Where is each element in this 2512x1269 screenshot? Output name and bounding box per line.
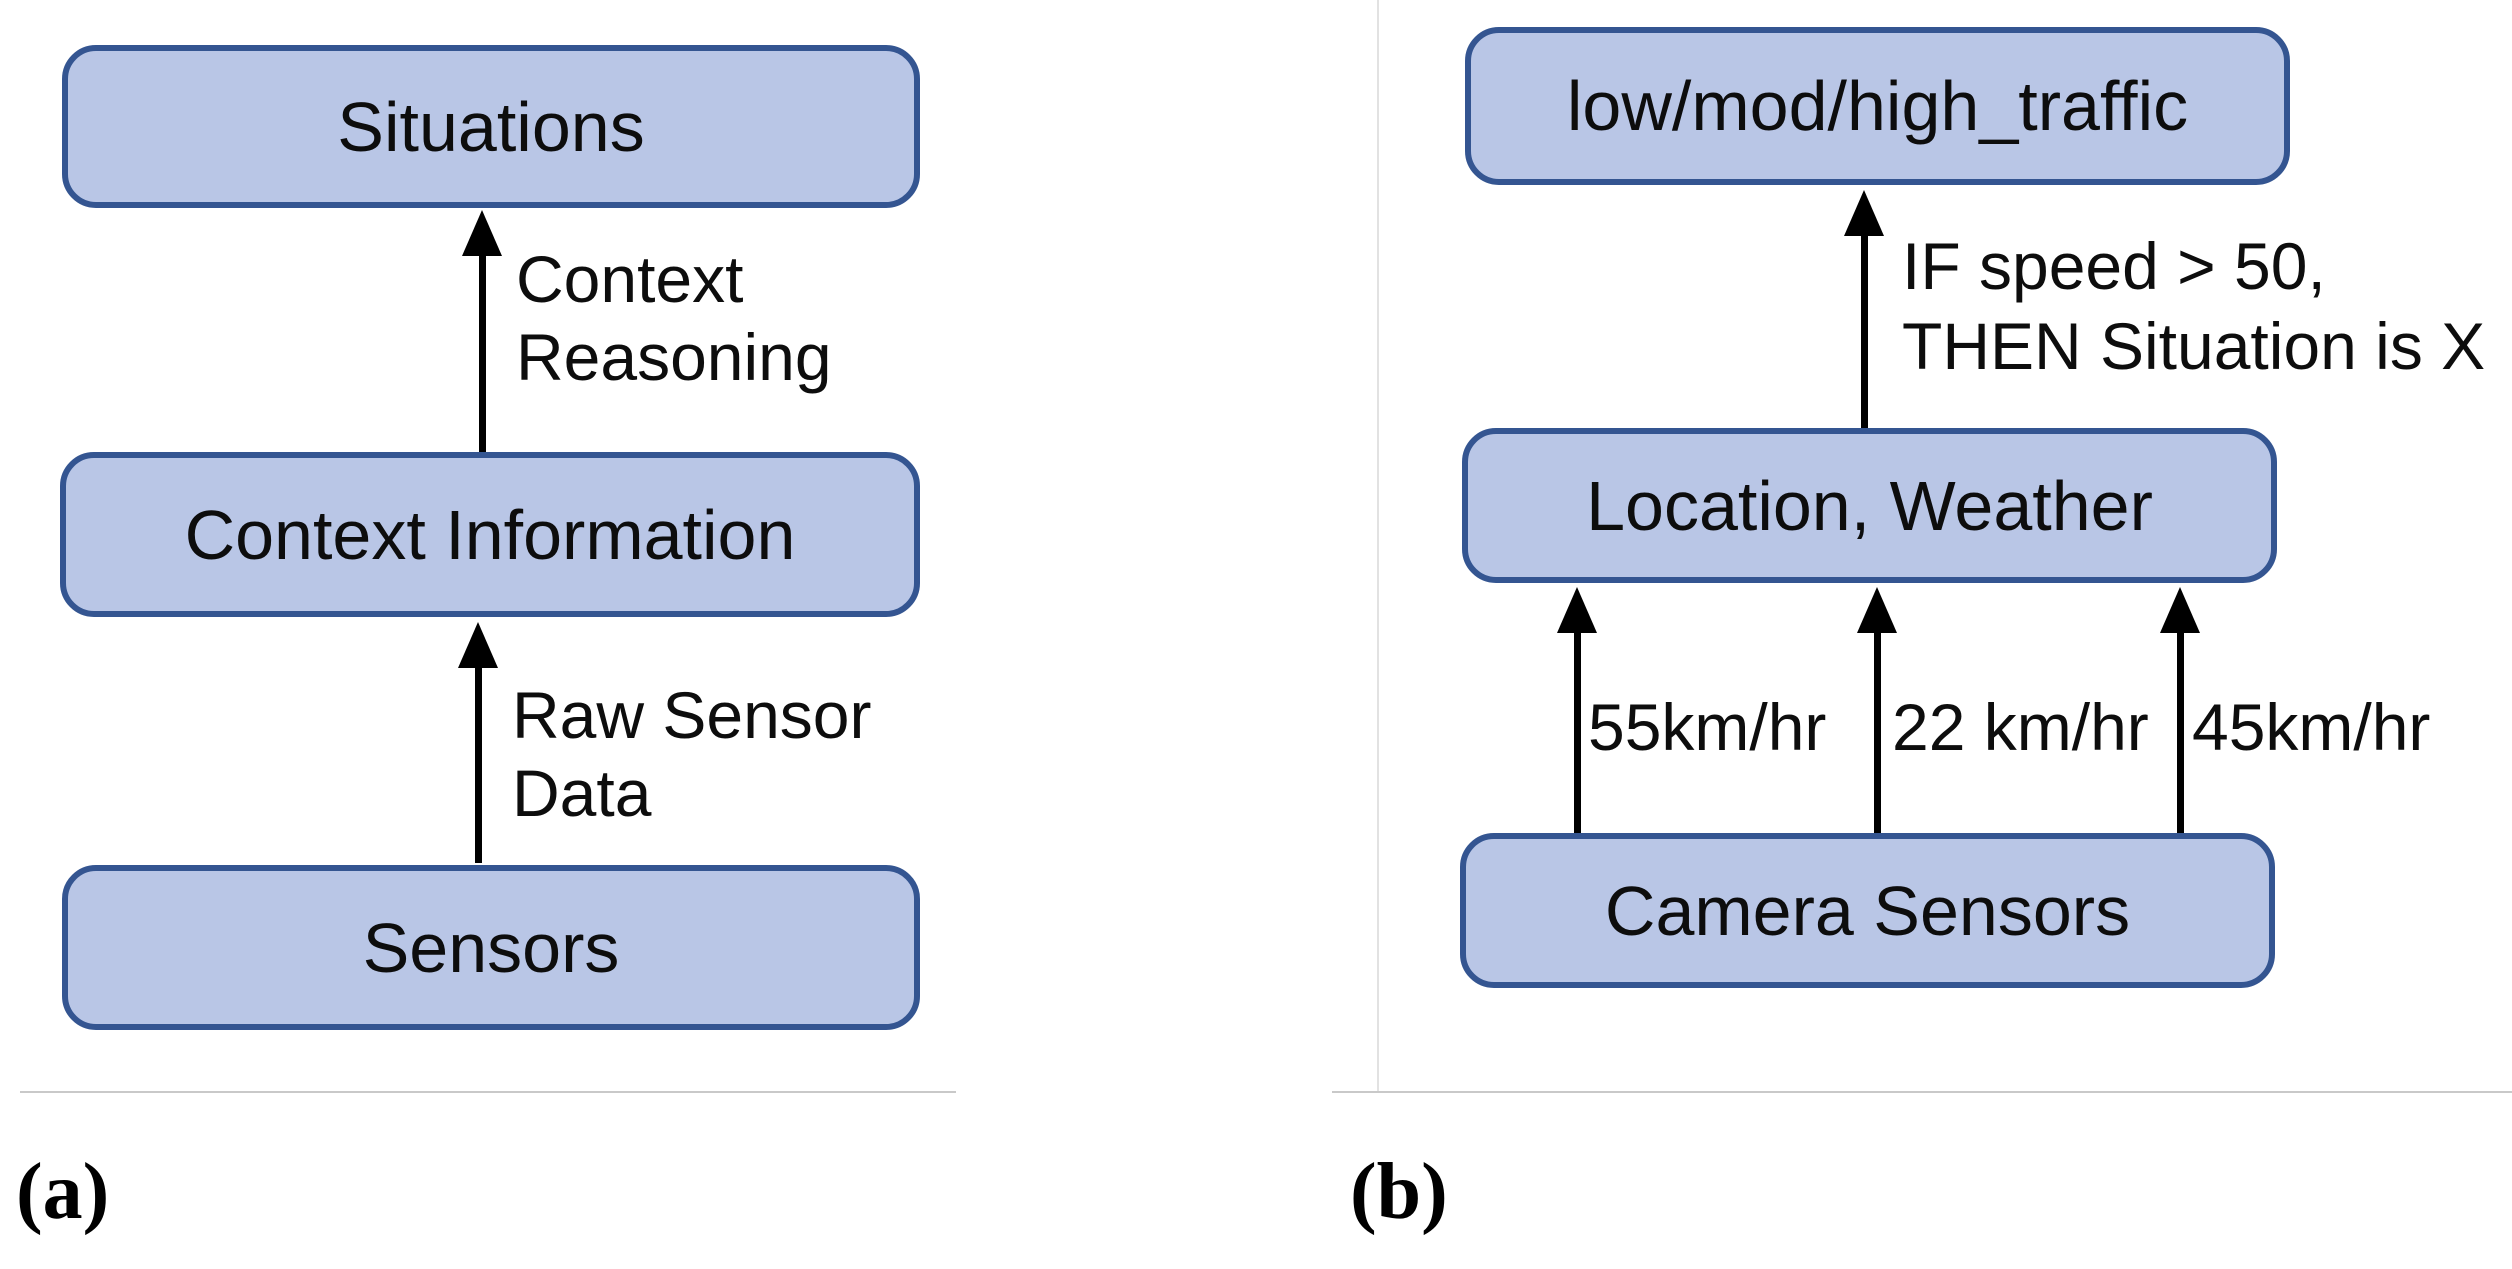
context-information-box-label: Context Information	[184, 495, 796, 574]
camera-sensors-box: Camera Sensors	[1460, 833, 2275, 988]
raw-sensor-data-label-line2: Data	[512, 756, 652, 830]
panel-a-divider	[20, 1091, 956, 1093]
rule-arrow	[1861, 230, 1868, 428]
traffic-box-label: low/mod/high_traffic	[1566, 67, 2189, 145]
situations-box-label: Situations	[337, 87, 645, 166]
speed-arrow-right	[2177, 627, 2184, 833]
location-weather-box: Location, Weather	[1462, 428, 2277, 583]
context-reasoning-arrow	[479, 250, 486, 455]
arrow-up-icon	[458, 622, 498, 668]
rule-label-line1: IF speed > 50,	[1902, 229, 2326, 303]
speed-label-right: 45km/hr	[2192, 690, 2431, 764]
context-information-box: Context Information	[60, 452, 920, 617]
context-reasoning-label: Context Reasoning	[516, 240, 832, 396]
sensors-box: Sensors	[62, 865, 920, 1030]
caption-a: (a)	[16, 1148, 110, 1236]
speed-arrow-middle	[1874, 627, 1881, 833]
arrow-up-icon	[1844, 190, 1884, 236]
arrow-up-icon	[2160, 587, 2200, 633]
sensors-box-label: Sensors	[362, 908, 620, 987]
rule-label: IF speed > 50, THEN Situation is X	[1902, 226, 2485, 386]
speed-arrow-left	[1574, 627, 1581, 833]
context-reasoning-label-line1: Context	[516, 242, 744, 316]
speed-label-left: 55km/hr	[1588, 690, 1827, 764]
speed-label-middle: 22 km/hr	[1892, 690, 2149, 764]
traffic-box: low/mod/high_traffic	[1465, 27, 2290, 185]
situations-box: Situations	[62, 45, 920, 208]
arrow-up-icon	[462, 210, 502, 256]
raw-sensor-data-label-line1: Raw Sensor	[512, 678, 872, 752]
arrow-up-icon	[1557, 587, 1597, 633]
context-reasoning-label-line2: Reasoning	[516, 320, 832, 394]
panel-separator	[1377, 0, 1379, 1092]
raw-sensor-data-label: Raw Sensor Data	[512, 676, 872, 832]
raw-sensor-data-arrow	[475, 662, 482, 863]
panel-b-divider	[1332, 1091, 2512, 1093]
camera-sensors-box-label: Camera Sensors	[1604, 871, 2131, 950]
caption-b: (b)	[1350, 1148, 1448, 1236]
arrow-up-icon	[1857, 587, 1897, 633]
location-weather-box-label: Location, Weather	[1586, 466, 2153, 545]
rule-label-line2: THEN Situation is X	[1902, 309, 2486, 383]
